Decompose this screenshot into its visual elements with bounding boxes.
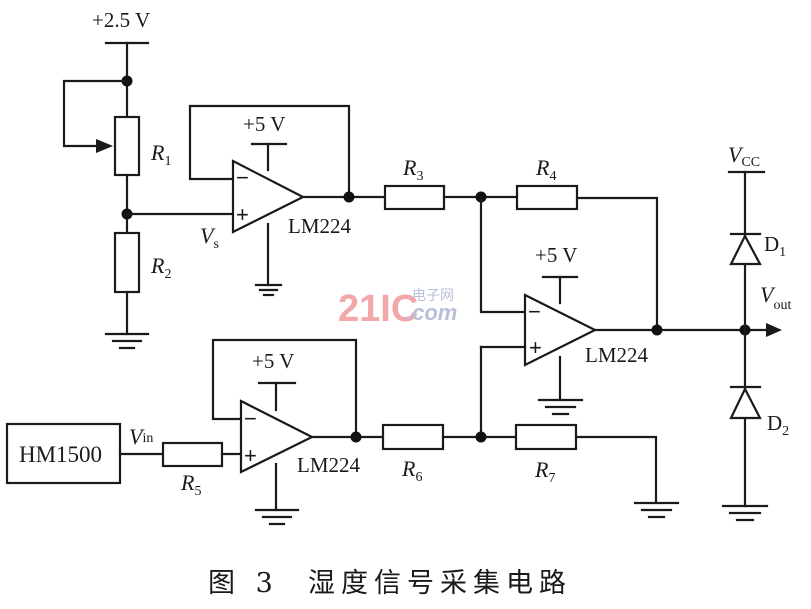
resistor-r5 — [161, 441, 224, 468]
watermark: 21IC 电子网 .com — [338, 288, 457, 330]
reference-divider: +2.5 V R1 R2 Vs — [62, 8, 235, 350]
diode-clamp: VCC D1 Vout D2 — [721, 142, 791, 522]
sensor-stage: HM1500 Vin R5 − + +5 V LM224 R6 R7 — [5, 338, 680, 526]
resistor-r1 — [113, 115, 141, 177]
ground-icon — [633, 501, 680, 519]
label-r4: R4 — [535, 155, 556, 184]
plus-sign-u2: + — [244, 443, 257, 468]
label-r6: R6 — [401, 456, 422, 485]
resistor-r7 — [514, 423, 578, 451]
diode-d2 — [729, 386, 762, 420]
label-u3: LM224 — [585, 343, 649, 367]
resistor-r6 — [381, 423, 445, 451]
wire-inverting-u3 — [479, 195, 527, 314]
plus-sign-u1: + — [236, 202, 249, 227]
caption-title: 湿度信号采集电路 — [308, 568, 572, 599]
label-r7: R7 — [534, 457, 555, 486]
resistor-r4 — [515, 184, 579, 211]
feedback-wire-u3 — [575, 196, 659, 332]
feedback-wire-u1 — [188, 104, 351, 199]
label-r1: R1 — [150, 140, 171, 169]
label-d1: D1 — [764, 232, 786, 260]
wiper-arrow-icon — [96, 139, 113, 153]
label-r5: R5 — [180, 470, 201, 499]
opamp-triangle-u3 — [523, 293, 598, 367]
label-r2: R2 — [150, 253, 171, 282]
junction-dot — [343, 191, 355, 203]
supply-label-u1: +5 V — [243, 112, 285, 136]
label-r3: R3 — [402, 155, 423, 184]
opamp-u1: − + +5 V LM224 — [188, 104, 387, 297]
label-vs: Vs — [200, 223, 219, 252]
label-u1: LM224 — [288, 214, 352, 238]
feedback-wire-u2 — [211, 338, 358, 439]
label-u2: LM224 — [297, 453, 361, 477]
output-arrow-icon — [766, 323, 782, 337]
resistor-r2 — [113, 231, 141, 294]
supply-label-u3: +5 V — [535, 243, 577, 267]
ground-icon — [721, 504, 769, 522]
opamp-triangle-u1 — [231, 159, 306, 234]
label-vout: Vout — [760, 282, 791, 313]
junction-dot — [350, 431, 362, 443]
label-vcc: VCC — [728, 142, 760, 170]
plus-sign-u3: + — [529, 335, 542, 360]
watermark-com: .com — [406, 300, 457, 325]
junction-dot — [475, 431, 487, 443]
minus-sign-u1: − — [236, 165, 249, 190]
figure-caption: 图 3 湿度信号采集电路 — [208, 568, 572, 599]
supply-label-u2: +5 V — [252, 349, 294, 373]
junction-dot — [651, 324, 663, 336]
difference-amplifier: R3 R4 − + +5 V LM224 — [383, 155, 782, 439]
ground-icon — [254, 508, 300, 526]
resistor-r3 — [383, 184, 446, 211]
ground-icon — [537, 398, 584, 416]
minus-sign-u3: − — [528, 299, 541, 324]
wiper-wire — [62, 79, 129, 148]
minus-sign-u2: − — [244, 406, 257, 431]
diode-d1 — [729, 233, 762, 266]
wire — [574, 435, 658, 505]
ground-icon — [104, 332, 150, 350]
label-hm1500: HM1500 — [19, 442, 102, 467]
label-d2: D2 — [767, 411, 789, 439]
opamp-triangle-u2 — [239, 399, 315, 474]
watermark-text: 电子网 — [412, 288, 454, 304]
label-vin: Vin — [129, 424, 153, 449]
sensor-hm1500 — [5, 422, 122, 485]
ground-icon — [254, 283, 283, 297]
watermark-logo: 21IC — [338, 288, 418, 330]
caption-number: 图 3 — [208, 568, 279, 599]
supply-label-2v5: +2.5 V — [92, 8, 150, 32]
